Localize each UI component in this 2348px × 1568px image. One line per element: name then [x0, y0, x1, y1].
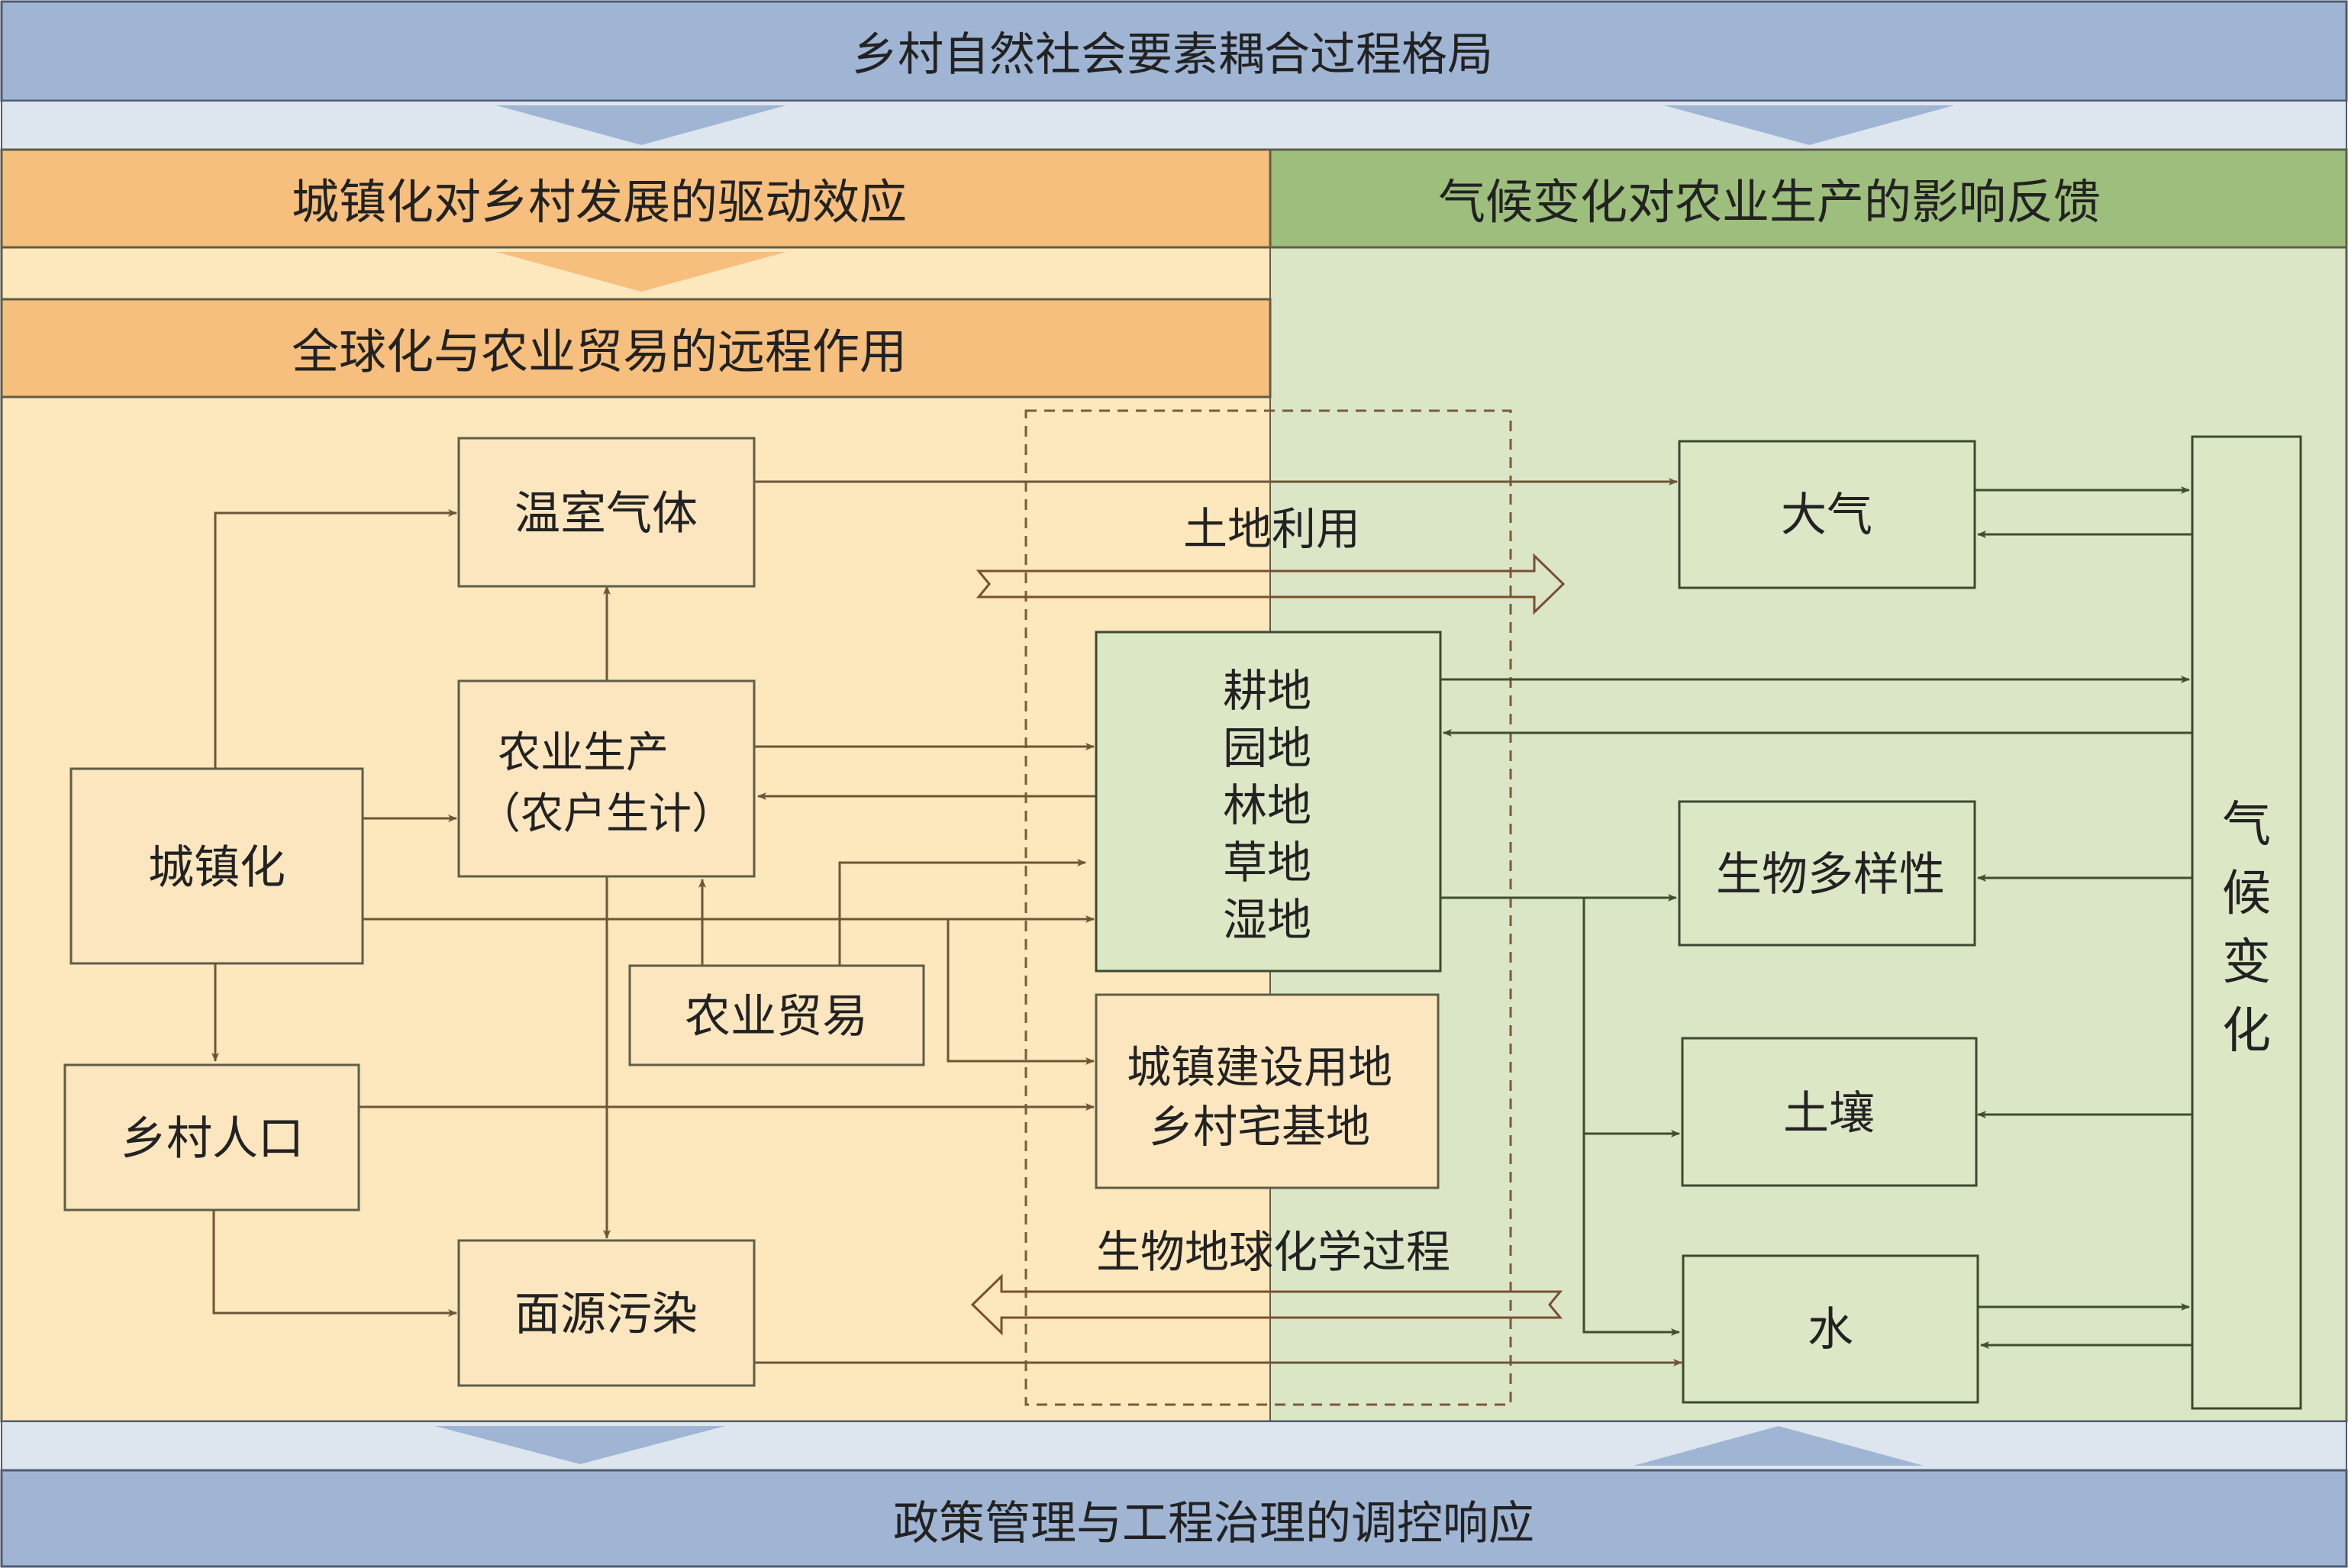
footer-title: 政策管理与工程治理的调控响应 — [893, 1497, 1534, 1550]
agri-trade-box — [628, 964, 925, 1066]
land-cover-grassland: 草地 — [1223, 837, 1311, 889]
header-title: 乡村自然社会要素耦合过程格局 — [852, 28, 1493, 82]
climate-change-char-2: 候 — [2222, 866, 2271, 922]
land-use-label: 土地利用 — [1183, 503, 1360, 555]
down-chevron-left — [496, 105, 786, 145]
footer-gap — [1, 1421, 2347, 1471]
construction-land-label: 城镇建设用地 — [1127, 1041, 1392, 1093]
urbanization-label: 城镇化 — [148, 841, 285, 895]
climate-change-char-3: 变 — [2222, 934, 2271, 991]
land-cover-box — [1095, 631, 1442, 973]
trade-to-landcover-arrow — [838, 859, 1086, 966]
down-chevron-footer — [435, 1426, 725, 1464]
climate-change-char-4: 化 — [2222, 1003, 2271, 1060]
down-chevron-middle — [496, 252, 786, 292]
urbanization-to-greenhouse-arrow — [214, 509, 457, 769]
population-to-pollution-arrow — [212, 1210, 457, 1317]
globalization-title: 全球化与农业贸易的远程作用 — [292, 324, 907, 379]
up-chevron-footer — [1634, 1426, 1924, 1466]
nonpoint-pollution-box — [457, 1239, 756, 1387]
climate-change-box — [2191, 435, 2302, 1410]
biodiversity-box — [1678, 800, 1976, 947]
atmosphere-label: 大气 — [1781, 489, 1872, 542]
construction-land-box — [1095, 993, 1440, 1189]
climate-feedback-band — [1269, 148, 2348, 249]
biogeo-process-label: 生物地球化学过程 — [1096, 1226, 1450, 1278]
greenhouse-gas-box — [457, 437, 756, 588]
nonpoint-pollution-label: 面源污染 — [514, 1288, 698, 1341]
globalization-band — [0, 298, 1272, 398]
soil-box — [1681, 1037, 1978, 1187]
header-gap — [1, 100, 2347, 150]
land-cover-wetland: 湿地 — [1223, 894, 1311, 946]
landcover-to-water-line — [1582, 898, 1680, 1336]
climate-feedback-title: 气候变化对农业生产的影响反馈 — [1438, 174, 2101, 230]
water-label: 水 — [1808, 1303, 1853, 1357]
homestead-land-label: 乡村宅基地 — [1149, 1101, 1370, 1153]
land-cover-forest: 林地 — [1223, 779, 1311, 831]
footer-band — [0, 1469, 2348, 1568]
land-cover-orchard: 园地 — [1223, 722, 1311, 774]
header-band — [0, 0, 2348, 102]
urbanization-effect-title: 城镇化对乡村发展的驱动效应 — [292, 174, 907, 230]
agri-production-label: 农业生产 — [498, 728, 669, 778]
rural-population-label: 乡村人口 — [121, 1112, 304, 1166]
land-cover-cropland: 耕地 — [1223, 665, 1311, 717]
rural-population-box — [63, 1063, 360, 1211]
agri-trade-label: 农业贸易 — [685, 990, 868, 1044]
atmosphere-box — [1678, 440, 1976, 589]
urbanization-box — [69, 767, 364, 965]
land-use-dashed-region — [1024, 409, 1512, 1406]
down-chevron-right — [1664, 105, 1954, 145]
agri-production-box — [457, 679, 756, 878]
biogeo-flow-arrow — [970, 1273, 1563, 1336]
agri-production-sublabel: （农户生计） — [478, 789, 734, 839]
right-panel-bg — [1270, 150, 2346, 1421]
water-box — [1682, 1254, 1979, 1404]
land-use-flow-arrow — [976, 553, 1566, 615]
biodiversity-label: 生物多样性 — [1716, 848, 1945, 902]
urbanization-to-construction-arrow — [947, 919, 1095, 1065]
greenhouse-gas-label: 温室气体 — [514, 487, 698, 540]
soil-label: 土壤 — [1783, 1087, 1875, 1141]
climate-change-char-1: 气 — [2222, 797, 2271, 853]
